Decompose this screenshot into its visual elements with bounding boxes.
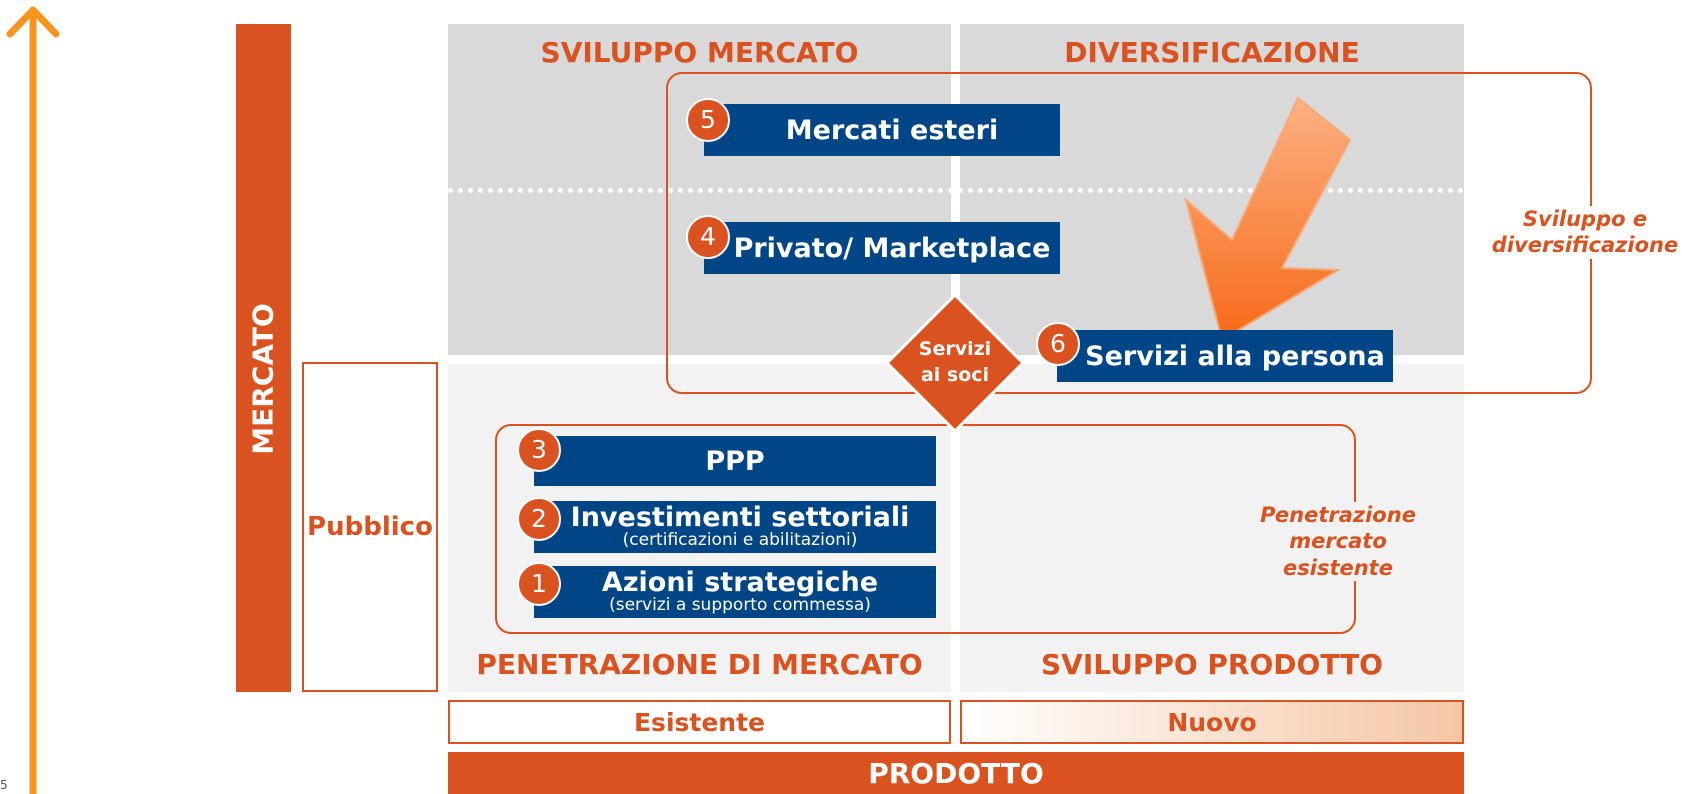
market-axis-label: MERCATO: [246, 303, 280, 455]
product-axis-bar: PRODOTTO: [448, 752, 1464, 794]
badge-4: 4: [686, 215, 730, 259]
badge-3: 3: [517, 428, 561, 472]
diversification-arrow: [1184, 96, 1352, 342]
note-development: Sviluppo e diversificazione: [1490, 206, 1680, 259]
initiative-strategic-actions: Azioni strategiche (servizi a supporto c…: [534, 566, 936, 618]
title-diversification: DIVERSIFICAZIONE: [1064, 36, 1360, 69]
badge-2: 2: [517, 497, 561, 541]
page-number: 5: [0, 778, 8, 792]
initiative-ppp: PPP: [534, 436, 936, 486]
note-penetration: Penetrazione mercato esistente: [1245, 502, 1431, 581]
market-axis-bar: MERCATO: [236, 24, 291, 692]
column-existing: Esistente: [448, 700, 951, 744]
dotted-separator: [448, 188, 1464, 193]
title-market-development: SVILUPPO MERCATO: [540, 36, 859, 69]
initiative-foreign-markets: Mercati esteri: [704, 104, 1060, 156]
center-diamond: [884, 292, 1026, 434]
public-row-label: Pubblico: [302, 362, 438, 692]
product-axis-label: PRODOTTO: [868, 756, 1044, 790]
initiative-personal-services: Servizi alla persona: [1057, 330, 1393, 382]
column-new: Nuovo: [960, 700, 1464, 744]
initiative-sector-investments: Investimenti settoriali (certificazioni …: [534, 501, 936, 553]
badge-1: 1: [517, 562, 561, 606]
badge-6: 6: [1036, 322, 1080, 366]
title-product-development: SVILUPPO PRODOTTO: [1040, 648, 1383, 681]
growth-arrow: [6, 6, 60, 794]
title-market-penetration: PENETRAZIONE DI MERCATO: [476, 648, 923, 681]
initiative-private-marketplace: Privato/ Marketplace: [704, 222, 1060, 274]
badge-5: 5: [686, 98, 730, 142]
member-services-label: Servizi ai soci: [918, 338, 992, 386]
